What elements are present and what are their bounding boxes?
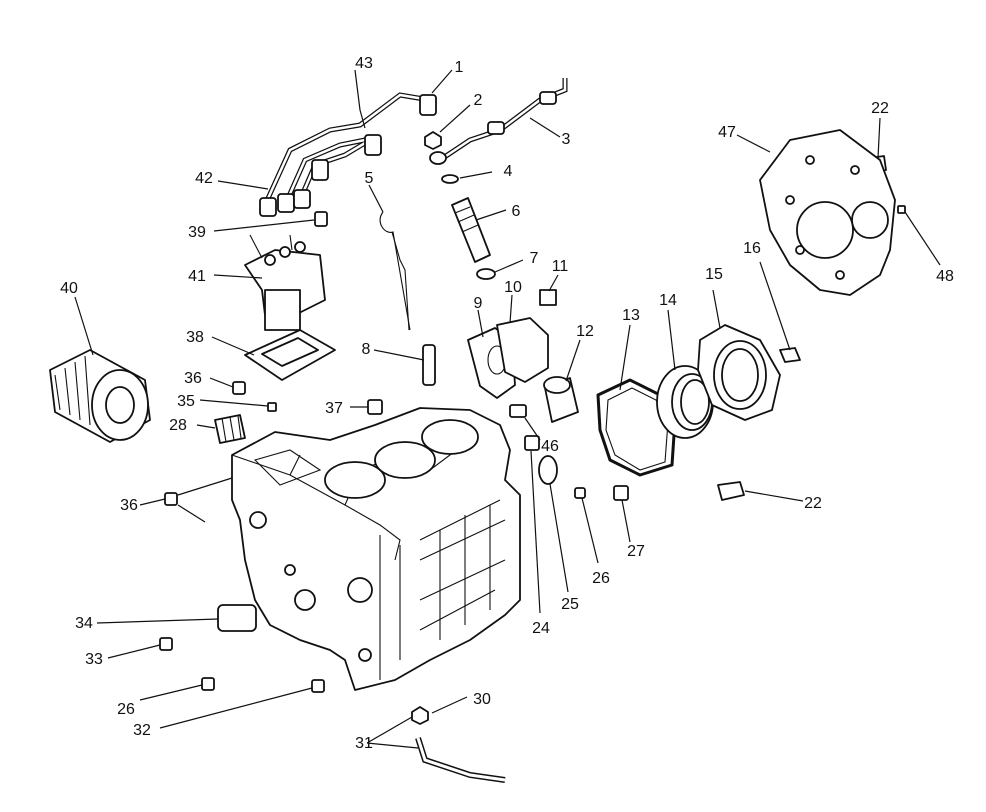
- callout-15: 15: [705, 266, 723, 283]
- plug-27: [613, 485, 629, 501]
- oil-filter-40: [49, 349, 151, 443]
- plug-36-upper: [232, 381, 246, 395]
- callout-42: 42: [195, 170, 213, 187]
- callout-48: 48: [936, 268, 954, 285]
- callout-36-lower: 36: [120, 497, 138, 514]
- callout-16: 16: [743, 240, 761, 257]
- callout-10: 10: [504, 279, 522, 296]
- pipe-3: [429, 78, 568, 165]
- dipstick-guide-31: [411, 706, 506, 783]
- callout-12: 12: [576, 323, 594, 340]
- callout-31: 31: [355, 735, 373, 752]
- callout-6: 6: [512, 203, 521, 220]
- callout-40: 40: [60, 280, 78, 297]
- callout-26-left: 26: [117, 701, 135, 718]
- callout-9: 9: [474, 295, 483, 312]
- callout-41: 41: [188, 268, 206, 285]
- callout-35: 35: [177, 393, 195, 410]
- callout-14: 14: [659, 292, 677, 309]
- callout-36-upper: 36: [184, 370, 202, 387]
- plug-37: [367, 399, 383, 415]
- callout-8: 8: [362, 341, 371, 358]
- callout-30: 30: [473, 691, 491, 708]
- plug-26-mid: [574, 487, 586, 499]
- injection-pipes: [259, 92, 437, 217]
- callout-47: 47: [718, 124, 736, 141]
- plug-28: [214, 414, 246, 444]
- callout-7: 7: [530, 250, 539, 267]
- cap-12: [543, 376, 579, 423]
- callout-34: 34: [75, 615, 93, 632]
- cover-15: [697, 324, 781, 421]
- injector-6: [451, 197, 496, 280]
- bolt-11: [539, 289, 557, 306]
- plug-36-lower: [164, 492, 178, 506]
- cap-25: [538, 455, 558, 485]
- callout-46: 46: [541, 438, 559, 455]
- cylinder-block: [231, 407, 521, 691]
- callout-22-upper: 22: [871, 100, 889, 117]
- callout-26-right: 26: [592, 570, 610, 587]
- plug-33: [159, 637, 173, 651]
- callout-32: 32: [133, 722, 151, 739]
- callout-37: 37: [325, 400, 343, 417]
- bolt-16: [779, 347, 801, 363]
- callout-39: 39: [188, 224, 206, 241]
- sleeve-34: [217, 604, 257, 632]
- dipstick-5: [379, 211, 411, 331]
- pin-8: [422, 344, 436, 386]
- callout-38: 38: [186, 329, 204, 346]
- plug-26-lower: [201, 677, 215, 691]
- adapter-plate-47: [759, 129, 896, 296]
- callout-2: 2: [474, 92, 483, 109]
- leader-lines: [74, 69, 941, 749]
- cover-10: [496, 317, 549, 383]
- plug-46: [509, 404, 527, 418]
- injection-pump-41: [244, 211, 328, 331]
- callout-5: 5: [365, 170, 374, 187]
- callout-4: 4: [504, 163, 513, 180]
- callout-43: 43: [355, 55, 373, 72]
- bolt-22-lower: [717, 481, 745, 501]
- gasket-38: [244, 329, 336, 381]
- callout-25: 25: [561, 596, 579, 613]
- gasket-13: [596, 378, 677, 477]
- washer-4: [441, 174, 459, 184]
- callout-13: 13: [622, 307, 640, 324]
- plug-48: [897, 205, 906, 214]
- callout-33: 33: [85, 651, 103, 668]
- plug-35: [267, 402, 277, 412]
- callout-27: 27: [627, 543, 645, 560]
- callout-11: 11: [552, 258, 569, 275]
- callout-1: 1: [455, 59, 464, 76]
- callout-3: 3: [562, 131, 571, 148]
- plug-24: [524, 435, 540, 451]
- callout-labels: 1 2 3 4 5 6 7 8 9 10 11 12 13 14 15 16 2…: [60, 55, 954, 752]
- callout-28: 28: [169, 417, 187, 434]
- callout-24: 24: [532, 620, 550, 637]
- plug-32: [311, 679, 325, 693]
- callout-22-lower: 22: [804, 495, 822, 512]
- nut-2: [424, 131, 442, 150]
